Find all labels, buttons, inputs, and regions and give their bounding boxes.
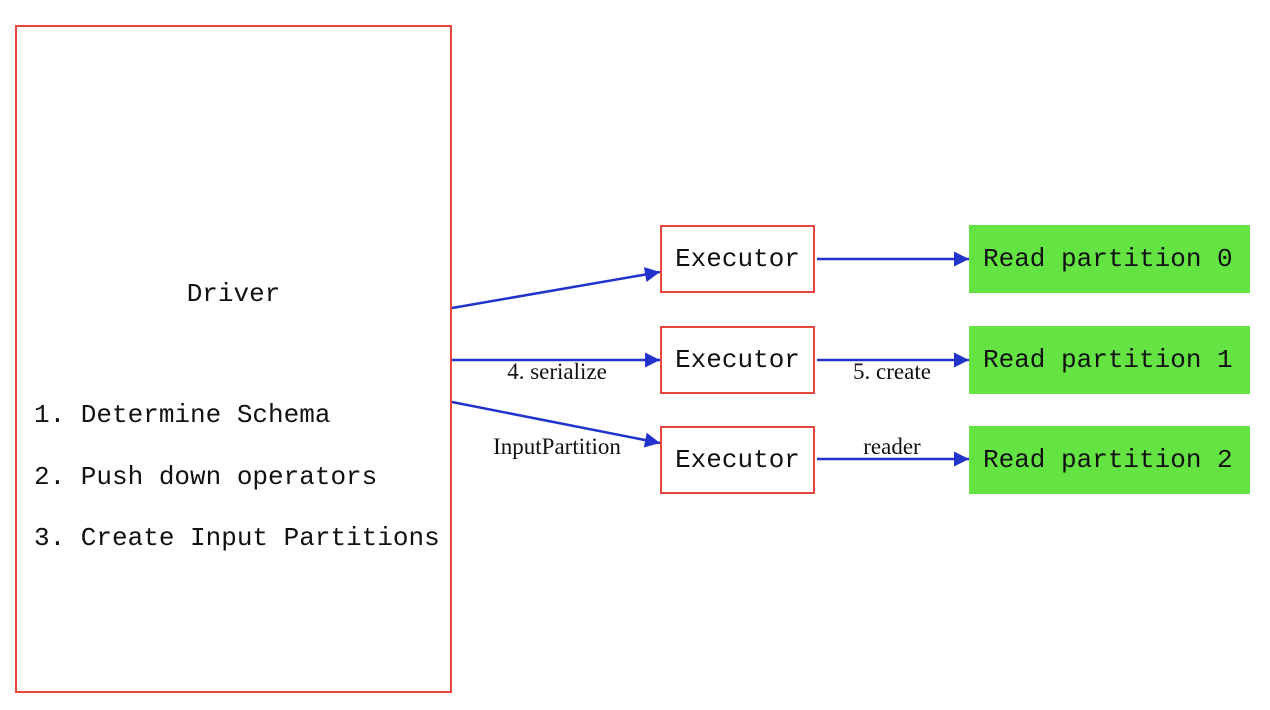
driver-step-2: 2. Push down operators bbox=[34, 461, 378, 492]
read-partition-1-box: Read partition 1 bbox=[969, 326, 1250, 394]
arrow-driver-to-executor-3 bbox=[451, 400, 661, 448]
read-partition-2-box: Read partition 2 bbox=[969, 426, 1250, 494]
executor-box-1: Executor bbox=[660, 225, 815, 293]
arrow-driver-to-executor-1 bbox=[451, 267, 661, 310]
driver-step-3: 3. Create Input Partitions bbox=[34, 523, 440, 553]
driver-steps: 1. Determine Schema 2. Push down operato… bbox=[34, 367, 440, 588]
driver-title: Driver bbox=[186, 279, 281, 309]
read-partition-0-box: Read partition 0 bbox=[969, 225, 1250, 293]
serialize-label-line-1: 4. serialize bbox=[507, 359, 607, 384]
executor-box-3: Executor bbox=[660, 426, 815, 494]
create-reader-label-line-2: reader bbox=[863, 434, 921, 459]
serialize-label-line-2: InputPartition bbox=[493, 434, 621, 459]
create-reader-label: 5. create reader bbox=[853, 309, 931, 509]
driver-box: Driver 1. Determine Schema 2. Push down … bbox=[15, 25, 452, 693]
create-reader-label-line-1: 5. create bbox=[853, 359, 931, 384]
executor-box-2: Executor bbox=[660, 326, 815, 394]
driver-step-1: 1. Determine Schema bbox=[34, 400, 331, 430]
serialize-inputpartition-label: 4. serialize InputPartition bbox=[493, 309, 621, 509]
